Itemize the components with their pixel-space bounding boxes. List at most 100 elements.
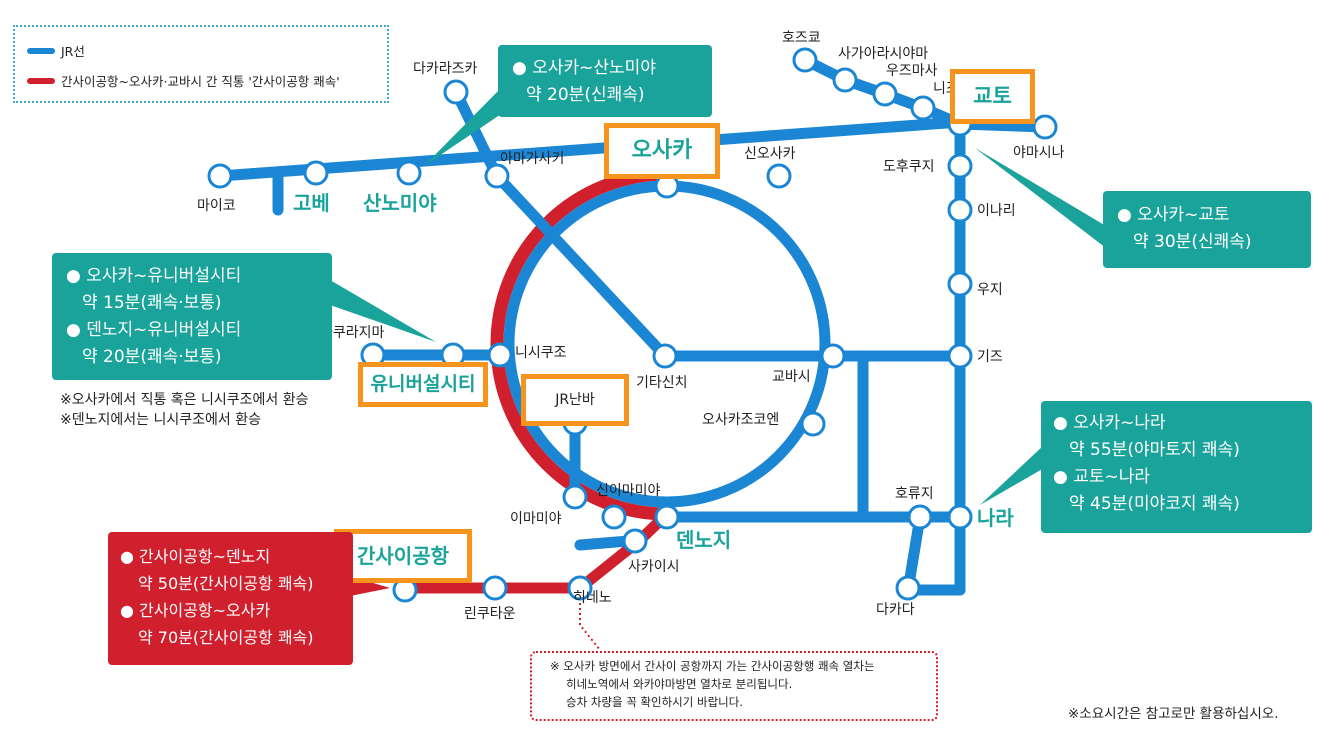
label-tofukuji: 도후쿠지 [883, 159, 935, 175]
label-imamiya: 이마미야 [510, 511, 562, 527]
label-uzumasa: 우즈마사 [886, 63, 938, 79]
label-kizu: 기즈 [977, 349, 1003, 365]
legend-label-express: 간사이공항~오사카·교바시 간 직통 '간사이공항 쾌속' [61, 74, 340, 89]
station-takarazuka [443, 79, 469, 105]
callout-kyoto: ● 오사카~교토 약 30분(신쾌속) [1103, 191, 1311, 268]
label-saga-arashiyama: 사가아라시야마 [838, 46, 929, 62]
city-nara: 나라 [977, 506, 1014, 530]
callout-airport-line-3: ● 간사이공항~오사카 [120, 601, 271, 620]
station-tennoji [654, 504, 680, 530]
legend: JR선 간사이공항~오사카·교바시 간 직통 '간사이공항 쾌속' [13, 25, 389, 103]
station-rinku-town [482, 575, 508, 601]
station-hozukyo [792, 47, 818, 73]
highlight-kyoto: 교토 [950, 69, 1035, 124]
callout-usj-line-1: ● 오사카~유니버설시티 [66, 266, 242, 286]
callout-pointer-kyoto [975, 148, 1106, 248]
note-usj-transfer-2: ※덴노지에서는 니시쿠조에서 환승 [60, 412, 261, 428]
callout-usj-line-2: 약 15분(쾌속·보통) [82, 293, 222, 313]
callout-airport: ● 간사이공항~덴노지 약 50분(간사이공항 쾌속) ● 간사이공항~오사카 … [108, 532, 353, 665]
kobe-line [214, 116, 966, 182]
station-imamiya [601, 504, 627, 530]
callout-kyoto-line-2: 약 30분(신쾌속) [1133, 232, 1252, 252]
station-sakaishi [622, 528, 648, 554]
callout-sannomiya: ● 오사카~산노미야 약 20분(신쾌속) [498, 45, 712, 117]
callout-nara-line-3: ● 교토~나라 [1053, 467, 1151, 487]
station-kobe [303, 160, 329, 186]
callout-airport-line-2: 약 50분(간사이공항 쾌속) [138, 574, 314, 593]
legend-row-express: 간사이공항~오사카·교바시 간 직통 '간사이공항 쾌속' [27, 71, 340, 90]
callout-pointer-nara [980, 445, 1044, 505]
label-nishikujo: 니시쿠조 [515, 345, 567, 361]
station-sannomiya [396, 160, 422, 186]
station-nishikujo [487, 342, 513, 368]
highlight-kansai-airport: 간사이공항 [334, 529, 472, 583]
highlight-usj: 유니버설시티 [358, 362, 488, 407]
label-yamashina: 야마시나 [1013, 145, 1065, 161]
station-amagasaki [484, 163, 510, 189]
legend-label-jr: JR선 [61, 44, 85, 59]
callout-sannomiya-line-2: 약 20분(신쾌속) [526, 85, 645, 105]
label-kyobashi: 교바시 [772, 369, 811, 385]
callout-nara-line-4: 약 45분(미야코지 쾌속) [1069, 494, 1240, 514]
station-osakajokoen [800, 411, 826, 437]
station-kyobashi [820, 343, 846, 369]
label-takarazuka: 다카라즈카 [413, 61, 478, 77]
station-maiko [207, 163, 233, 189]
callout-nara: ● 오사카~나라 약 55분(야마토지 쾌속) ● 교토~나라 약 45분(미야… [1041, 401, 1312, 533]
callout-nara-line-2: 약 55분(야마토지 쾌속) [1069, 440, 1240, 460]
station-horyuji [907, 504, 933, 530]
hineno-note-pointer [579, 603, 601, 651]
label-sakaishi: 사카이시 [628, 559, 680, 575]
label-maiko: 마이코 [197, 198, 236, 214]
label-uji: 우지 [977, 282, 1003, 298]
city-tennoji: 덴노지 [676, 528, 732, 552]
station-uji [947, 271, 973, 297]
station-uzumasa [872, 81, 898, 107]
note-usj-transfer-1: ※오사카에서 직통 혹은 니시쿠조에서 환승 [60, 392, 309, 408]
station-kizu [947, 343, 973, 369]
label-hineno: 히네노 [573, 590, 612, 606]
station-nara [947, 504, 973, 530]
highlight-osaka: 오사카 [604, 123, 720, 179]
note-reference: ※소요시간은 참고로만 활용하십시오. [1068, 706, 1279, 722]
city-sannomiya: 산노미야 [363, 191, 437, 215]
station-hineno [567, 575, 593, 601]
legend-swatch-express [27, 77, 55, 84]
station-nijo [910, 95, 936, 121]
label-shin-osaka: 신오사카 [744, 146, 796, 162]
callout-sannomiya-line-1: ● 오사카~산노미야 [512, 58, 656, 78]
label-inari: 이나리 [977, 203, 1016, 219]
takarazuka-line [450, 86, 503, 182]
label-amagasaki: 아마가사키 [500, 151, 565, 167]
station-shin-imamiya [562, 484, 588, 510]
hineno-note-line-2: 히네노역에서 와카야마방면 열차로 분리됩니다. [566, 677, 793, 691]
callout-airport-line-4: 약 70분(간사이공항 쾌속) [138, 628, 314, 647]
callout-airport-line-1: ● 간사이공항~덴노지 [120, 547, 271, 566]
label-shin-imamiya: 신이마미야 [596, 483, 661, 499]
station-saga-arashiyama [832, 67, 858, 93]
hineno-note-box: ※ 오사카 방면에서 간사이 공항까지 가는 간사이공항행 쾌속 열차는 히네노… [530, 651, 938, 721]
legend-row-jr: JR선 [27, 41, 85, 60]
callout-pointer-usj [330, 280, 436, 342]
label-horyuji: 호류지 [895, 486, 934, 502]
kosei-line [954, 118, 1051, 133]
city-kobe: 고베 [293, 191, 330, 215]
callout-usj-line-3: ● 덴노지~유니버설시티 [66, 320, 242, 340]
station-takada [895, 575, 921, 601]
callout-usj: ● 오사카~유니버설시티 약 15분(쾌속·보통) ● 덴노지~유니버설시티 약… [52, 253, 332, 380]
label-osakajokoen: 오사카조코엔 [702, 412, 780, 428]
station-shin-osaka [766, 163, 792, 189]
callout-nara-line-1: ● 오사카~나라 [1053, 413, 1166, 433]
label-hozukyo: 호즈쿄 [782, 30, 821, 46]
label-rinku-town: 린쿠타운 [464, 606, 516, 622]
station-kitashinchi [652, 343, 678, 369]
station-tofukuji [947, 153, 973, 179]
hineno-note-line-3: 승차 차량을 꼭 확인하시기 바랍니다. [566, 695, 743, 709]
station-inari [947, 197, 973, 223]
label-sakurajima: 사쿠라지마 [320, 325, 385, 341]
callout-pointer-sannomiya [424, 84, 522, 166]
hineno-note-line-1: ※ 오사카 방면에서 간사이 공항까지 가는 간사이공항행 쾌속 열차는 [550, 659, 875, 673]
express-line-loop [490, 167, 674, 521]
station-yamashina [1032, 114, 1058, 140]
